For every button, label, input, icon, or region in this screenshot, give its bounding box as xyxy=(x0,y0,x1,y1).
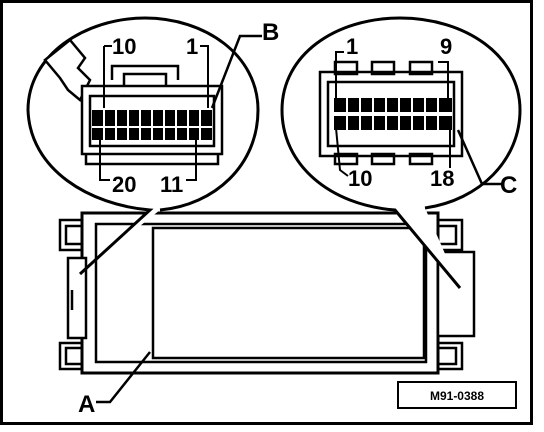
display-window xyxy=(151,226,426,360)
housing-inner xyxy=(94,222,428,364)
right-pin-label-bottom-left: 10 xyxy=(348,166,372,191)
housing-outer xyxy=(80,211,440,375)
control-unit xyxy=(58,211,476,375)
figure-border xyxy=(0,0,533,425)
left-pin-label-bottom-right: 11 xyxy=(160,172,183,197)
right-pin-label-top-left: 1 xyxy=(346,34,358,59)
callout-c: C xyxy=(500,172,517,199)
side-connector-right xyxy=(436,250,476,338)
reference-code: M91-0388 xyxy=(430,389,484,403)
left-pin-label-top-left: 10 xyxy=(112,34,136,59)
left-connector-pin-grid xyxy=(92,110,212,140)
left-connector-housing xyxy=(43,38,224,181)
leader-b xyxy=(210,34,262,109)
leader-a xyxy=(96,351,151,404)
side-connector-left xyxy=(66,256,88,340)
reference-code-box xyxy=(397,381,517,409)
right-connector-housing xyxy=(318,51,464,177)
left-pin-label-bottom-left: 20 xyxy=(112,172,136,197)
right-pin-label-top-right: 9 xyxy=(440,34,452,59)
leader-c xyxy=(456,129,502,186)
callout-a: A xyxy=(78,391,95,418)
right-pin-label-bottom-right: 18 xyxy=(430,166,454,191)
right-connector-pin-grid xyxy=(334,98,452,130)
left-pin-label-top-right: 1 xyxy=(186,34,198,59)
callout-b: B xyxy=(262,19,279,46)
